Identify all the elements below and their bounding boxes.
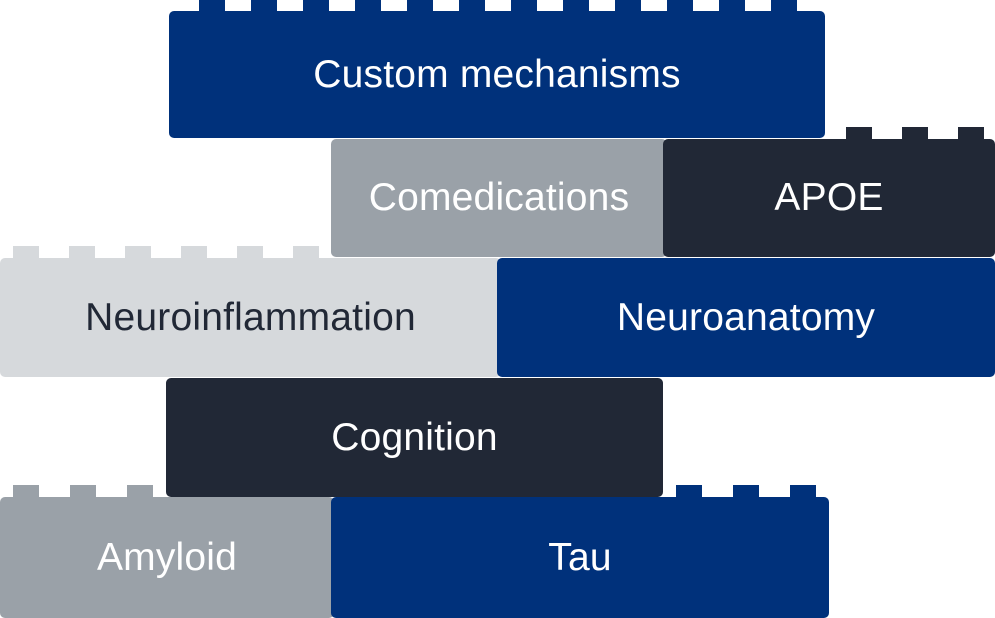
- stud: [771, 0, 797, 11]
- brick-label: Custom mechanisms: [313, 52, 681, 96]
- brick-label: Cognition: [331, 415, 498, 459]
- stud: [70, 485, 96, 497]
- stud: [676, 485, 702, 497]
- stud: [667, 0, 693, 11]
- brick-custom-mechanisms: Custom mechanisms: [169, 11, 825, 138]
- stud: [563, 0, 589, 11]
- brick-apoe: APOE: [663, 139, 995, 257]
- brick-label: APOE: [774, 176, 884, 219]
- stud: [199, 0, 225, 11]
- brick-label: Amyloid: [96, 535, 238, 579]
- stud: [958, 127, 984, 139]
- stud: [790, 485, 816, 497]
- stud: [407, 0, 433, 11]
- brick-label: Neuroinflammation: [85, 295, 416, 339]
- stud: [125, 246, 151, 258]
- stud: [13, 485, 39, 497]
- stud: [719, 0, 745, 11]
- stud: [69, 246, 95, 258]
- stud: [303, 0, 329, 11]
- stud: [181, 246, 207, 258]
- brick-label: Neuroanatomy: [616, 295, 876, 339]
- brick-comedications: Comedications: [331, 139, 667, 257]
- stud: [13, 246, 39, 258]
- stud: [846, 127, 872, 139]
- stud: [355, 0, 381, 11]
- brick-tau: Tau: [331, 497, 829, 618]
- stud: [733, 485, 759, 497]
- stud: [615, 0, 641, 11]
- brick-label: Comedications: [368, 176, 630, 219]
- brick-neuroanatomy: Neuroanatomy: [497, 258, 995, 377]
- stud: [127, 485, 153, 497]
- brick-neuroinflammation: Neuroinflammation: [0, 258, 501, 377]
- stud: [237, 246, 263, 258]
- brick-amyloid: Amyloid: [0, 497, 334, 618]
- stud: [251, 0, 277, 11]
- stud: [511, 0, 537, 11]
- stud: [459, 0, 485, 11]
- stud: [902, 127, 928, 139]
- stud: [293, 246, 319, 258]
- brick-label: Tau: [548, 535, 612, 579]
- brick-cognition: Cognition: [166, 378, 663, 497]
